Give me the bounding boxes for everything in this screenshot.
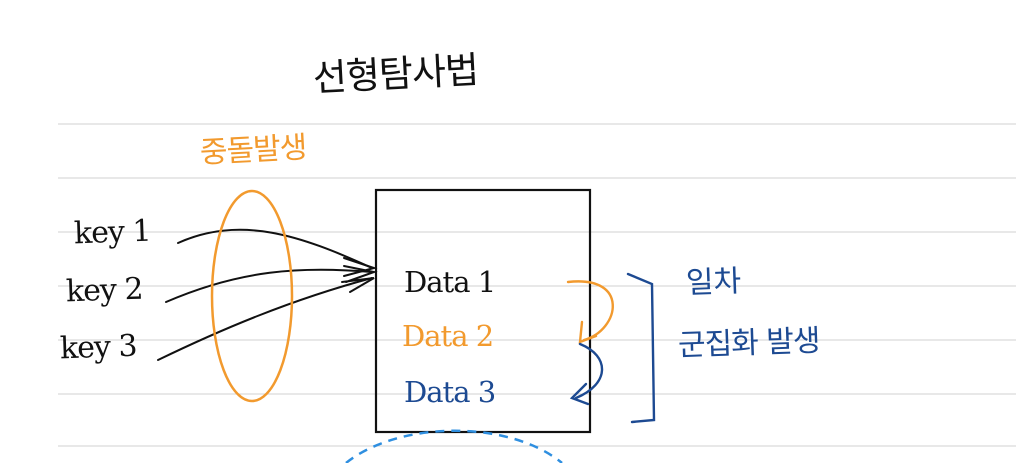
table-entry-3: Data 3	[404, 375, 496, 409]
key3-arrow	[157, 277, 373, 361]
hash-table-box	[374, 188, 592, 434]
arrow-heads	[341, 257, 378, 293]
cluster-bracket	[626, 272, 656, 424]
probe-arrow-2	[569, 342, 604, 406]
key-label-1: key 1	[73, 213, 152, 252]
key2-arrow	[165, 268, 373, 303]
table-entry-2: Data 2	[402, 319, 494, 353]
annotation-line-2: 군집화 발생	[677, 323, 821, 364]
key-arrows	[157, 228, 378, 361]
table-entry-1: Data 1	[404, 265, 496, 299]
probe-arrow-1	[566, 280, 614, 344]
collision-label: 중돌발생	[199, 130, 308, 171]
key-label-2: key 2	[65, 271, 144, 310]
annotation-line-1: 일차	[685, 264, 742, 301]
page-title: 선형탐사법	[311, 48, 480, 100]
ruled-lines	[58, 123, 1016, 447]
dashed-arc	[345, 429, 563, 463]
collision-ellipse	[210, 189, 294, 403]
key1-arrow	[177, 228, 373, 269]
key-label-3: key 3	[59, 328, 138, 367]
